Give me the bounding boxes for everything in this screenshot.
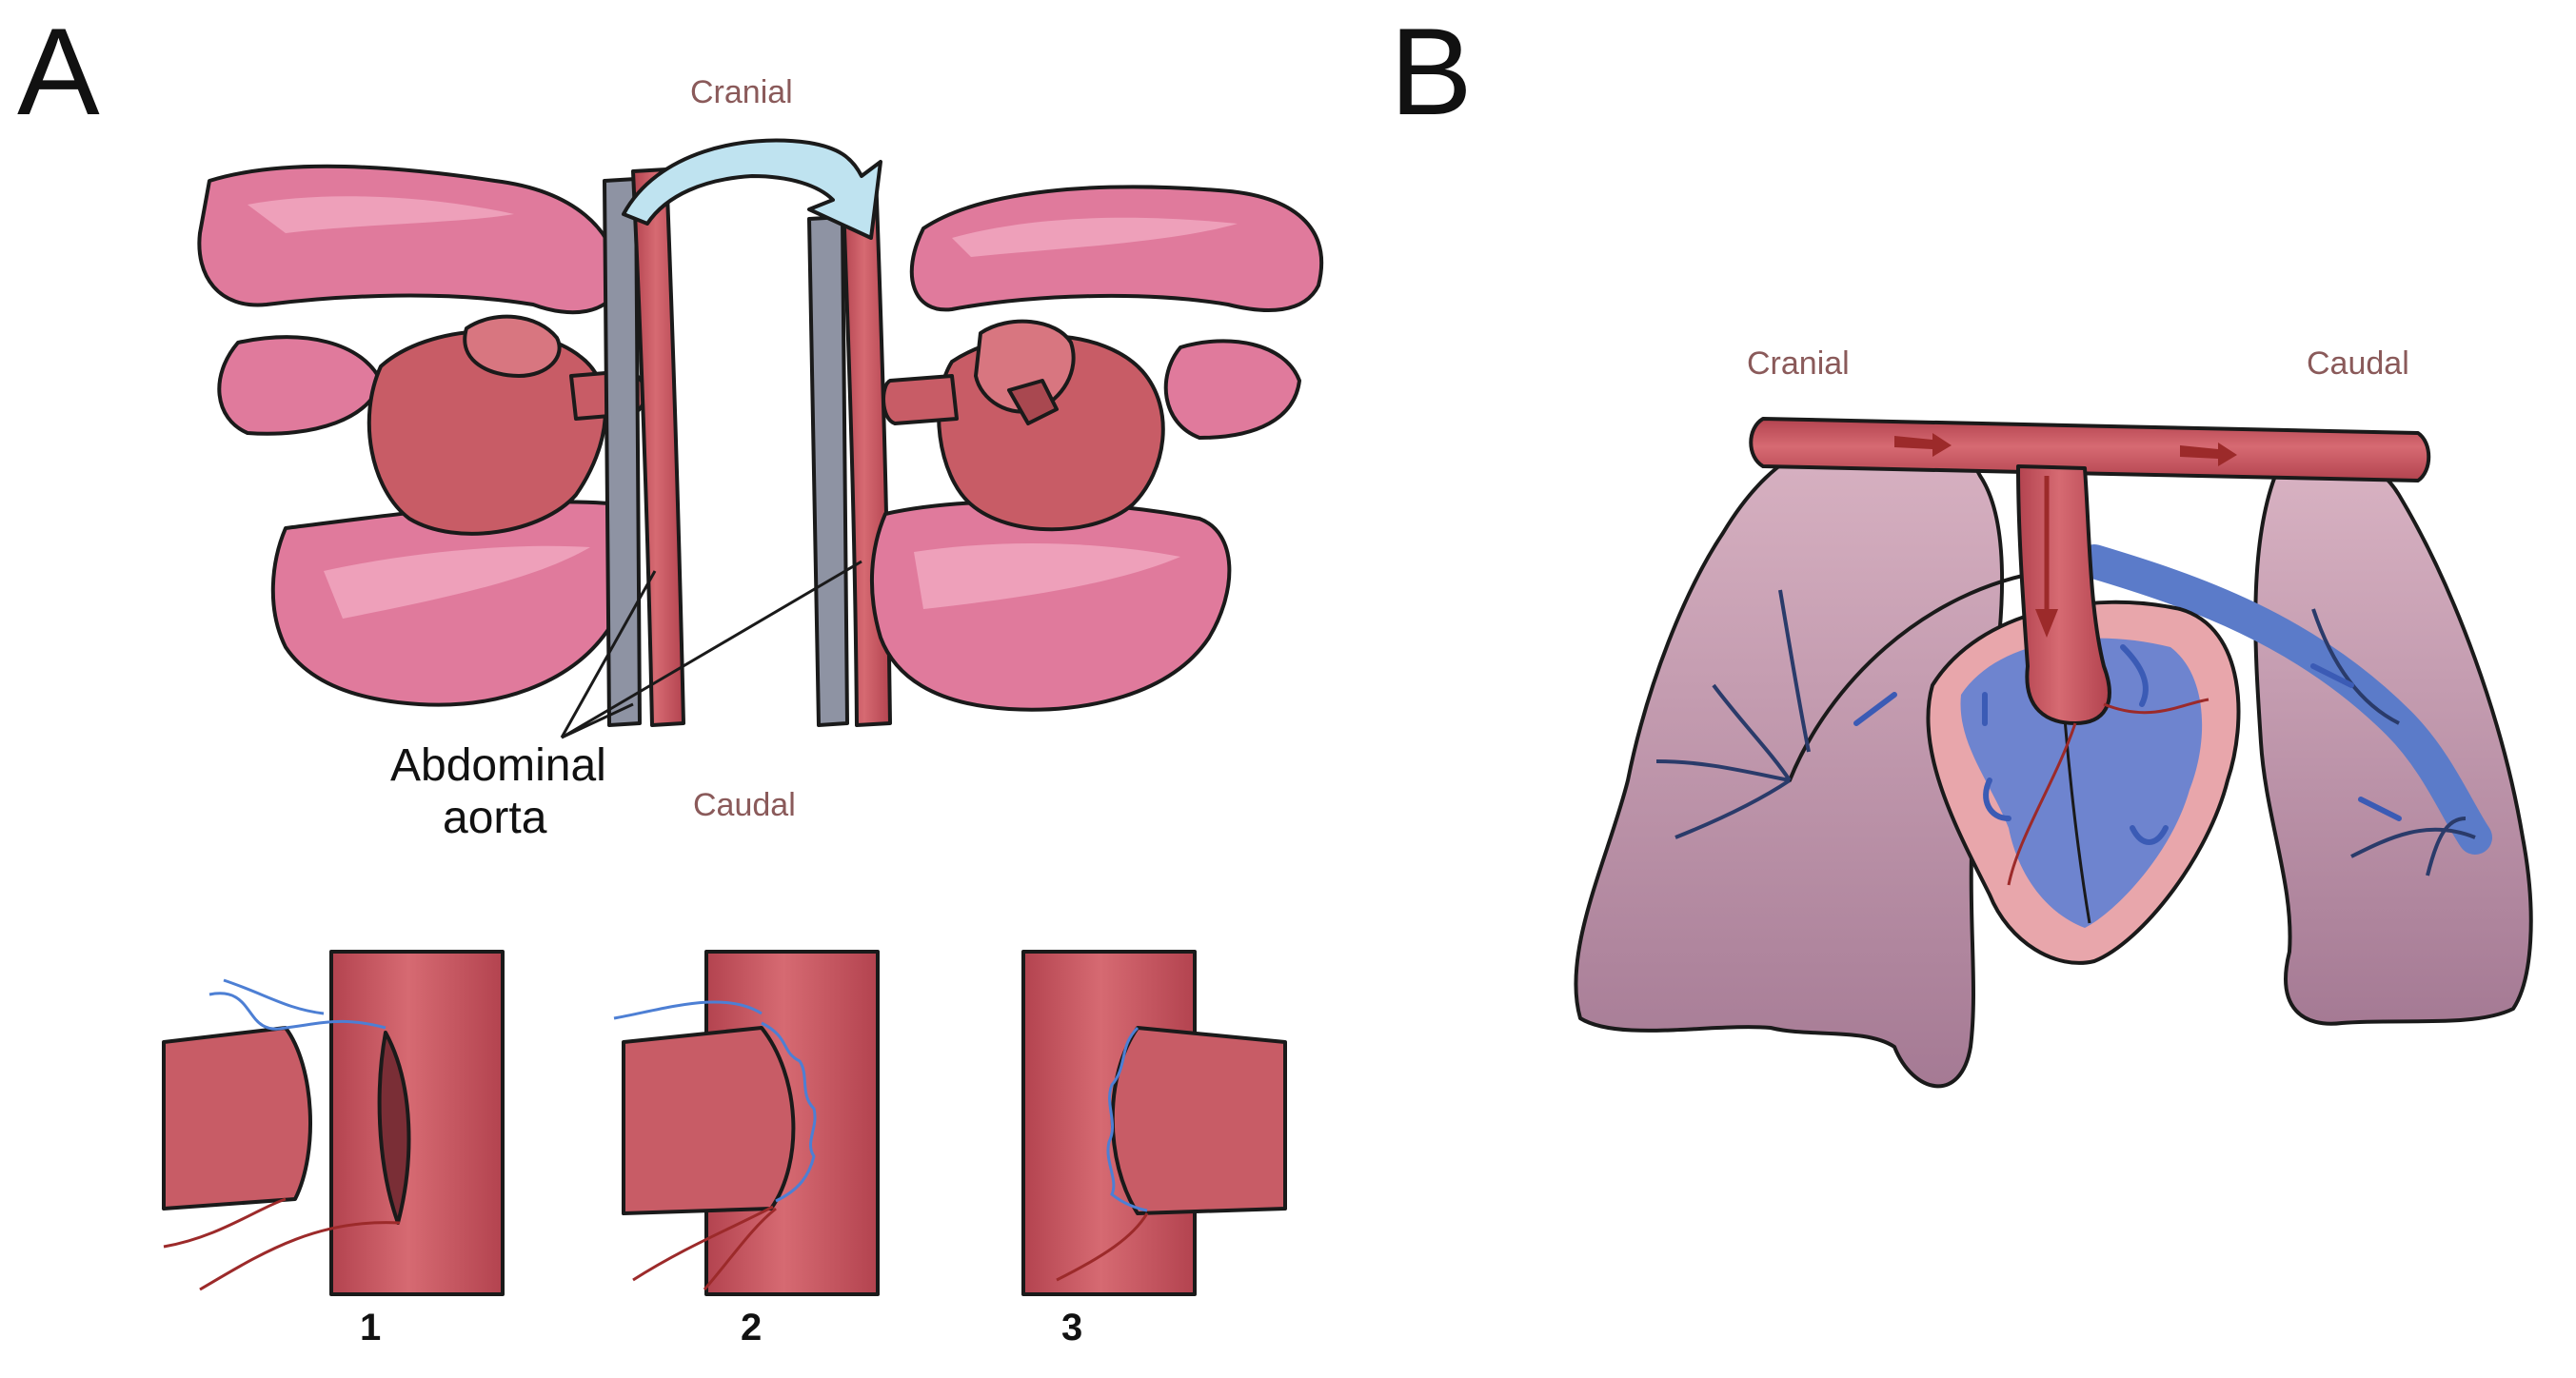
right-heart bbox=[882, 319, 1165, 532]
transfer-arrow bbox=[622, 138, 882, 240]
anastomosis-step-2: 2 bbox=[613, 950, 880, 1348]
panel-b-caudal-label: Caudal bbox=[2307, 345, 2409, 382]
panel-a-letter: A bbox=[17, 2, 100, 141]
panel-b: B Cranial Caudal bbox=[1390, 2, 2533, 1089]
right-vessels bbox=[807, 172, 892, 727]
anastomosis-step-3: 3 bbox=[1021, 950, 1287, 1348]
heart-b bbox=[1853, 464, 2402, 965]
left-lungs bbox=[197, 164, 639, 707]
host-aorta bbox=[1749, 417, 2431, 482]
abdominal-label: Abdominal bbox=[390, 740, 606, 791]
left-lung-b bbox=[1574, 423, 2005, 1089]
panel-a: A Cranial Caudal bbox=[17, 2, 1324, 1348]
left-vessels bbox=[603, 167, 685, 727]
right-lungs bbox=[869, 185, 1324, 712]
step-3-label: 3 bbox=[1061, 1307, 1082, 1348]
step-1-label: 1 bbox=[360, 1307, 381, 1348]
aorta-label: aorta bbox=[443, 793, 547, 843]
anastomosis-step-1: 1 bbox=[162, 950, 505, 1348]
panel-a-caudal-label: Caudal bbox=[693, 787, 796, 823]
step-2-label: 2 bbox=[741, 1307, 762, 1348]
panel-b-cranial-label: Cranial bbox=[1747, 345, 1850, 382]
panel-a-cranial-label: Cranial bbox=[690, 74, 793, 110]
aorta-leader-lines bbox=[560, 560, 862, 739]
panel-b-letter: B bbox=[1390, 2, 1473, 141]
